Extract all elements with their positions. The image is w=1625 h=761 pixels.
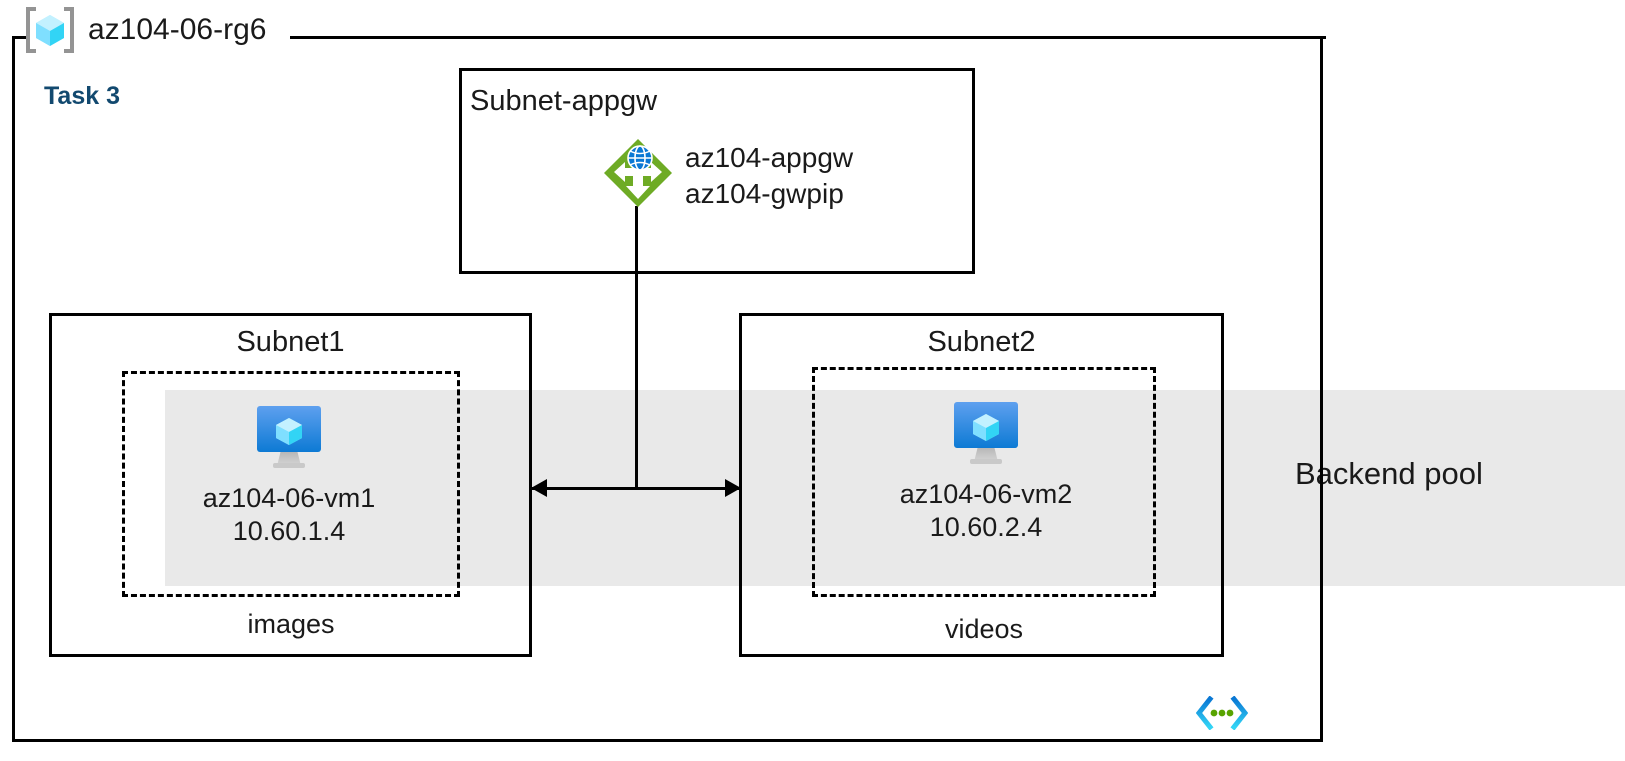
zone-label-videos: videos (944, 614, 1024, 644)
vm-name-vm1: az104-06-vm1 (202, 483, 376, 513)
resource-group-cube-icon (22, 5, 78, 55)
arrow-head-right-icon (725, 479, 741, 497)
resource-group-border-left-stub (12, 36, 26, 39)
resource-group-frame (12, 38, 1323, 742)
arrow-head-left-icon (531, 479, 547, 497)
backend-pool-band (165, 390, 1625, 586)
connector-horizontal-line (531, 487, 741, 490)
vm-ip-vm1: 10.60.1.4 (232, 516, 346, 546)
virtual-machine-icon (251, 400, 327, 472)
zone-label-images: images (247, 609, 335, 639)
subnet-title-appgw: Subnet-appgw (470, 85, 658, 117)
subnet-box-appgw (459, 68, 975, 274)
subnet-box-subnet1 (49, 313, 532, 657)
backend-pool-label: Backend pool (1295, 456, 1483, 491)
subnet-box-subnet2 (739, 313, 1224, 657)
resource-group-border-top-rule (290, 36, 1326, 39)
appgw-resource-name: az104-appgw (685, 142, 854, 173)
dashed-boundary-subnet2 (812, 367, 1156, 597)
dashed-boundary-subnet1 (122, 371, 460, 597)
code-brackets-icon (1195, 695, 1249, 731)
vm-name-vm2: az104-06-vm2 (899, 479, 1073, 509)
appgw-public-ip-name: az104-gwpip (685, 178, 844, 209)
vm-ip-vm2: 10.60.2.4 (929, 512, 1043, 542)
subnet-title-subnet1: Subnet1 (236, 326, 345, 358)
resource-group-name: az104-06-rg6 (88, 13, 267, 46)
vm-block-vm1: az104-06-vm1 10.60.1.4 (165, 400, 413, 548)
application-gateway-icon (601, 136, 675, 210)
virtual-machine-icon (948, 396, 1024, 468)
connector-vertical-line (635, 206, 638, 489)
vm-block-vm2: az104-06-vm2 10.60.2.4 (862, 396, 1110, 544)
task-label: Task 3 (44, 82, 120, 110)
subnet-title-subnet2: Subnet2 (927, 326, 1036, 358)
application-gateway-labels: az104-appgw az104-gwpip (685, 140, 853, 212)
